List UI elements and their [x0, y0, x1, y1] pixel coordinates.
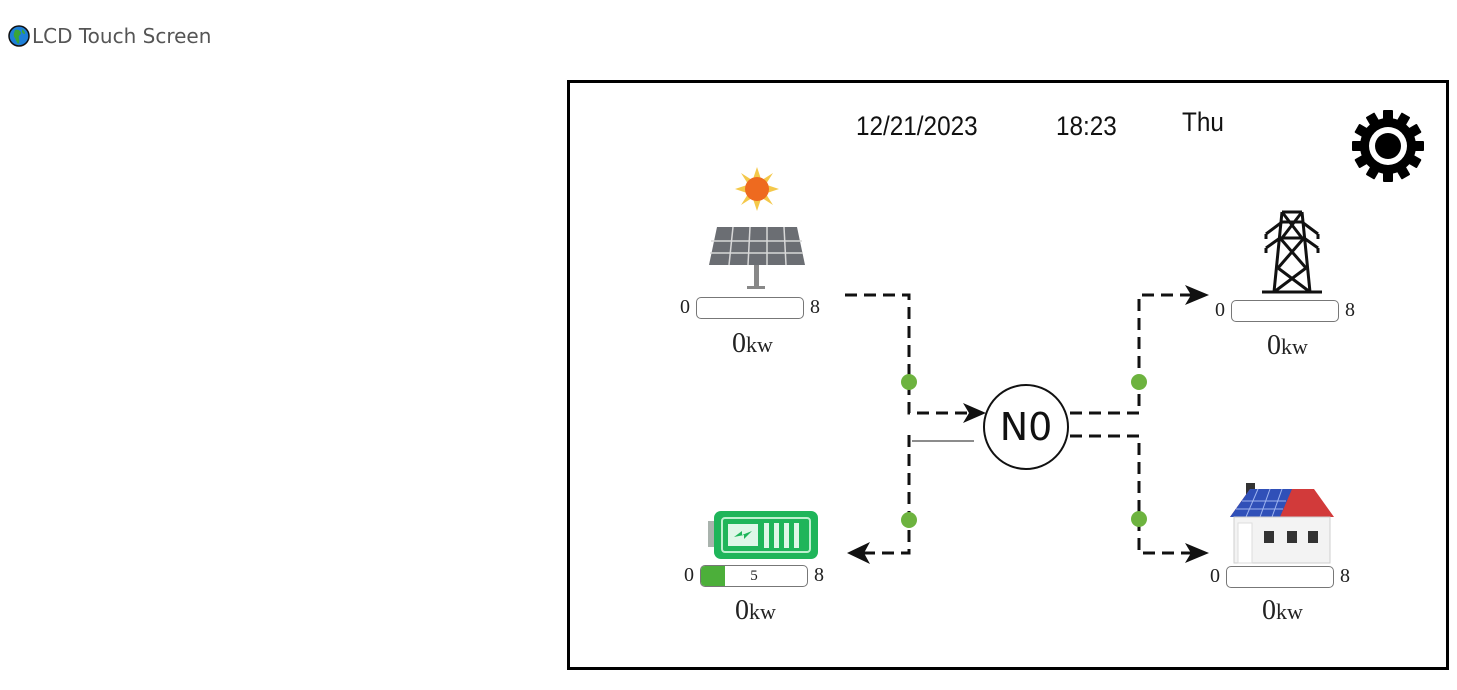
battery-power-readout: 0kw: [735, 595, 776, 627]
power-tower-icon: [1262, 210, 1322, 294]
flow-line-battery: [860, 435, 911, 555]
flow-line-home: [1070, 434, 1195, 555]
home-power-readout: 0kw: [1262, 595, 1303, 627]
battery-power-unit: kw: [749, 599, 776, 624]
gear-icon[interactable]: [1348, 106, 1428, 186]
flow-line-solar: [845, 293, 970, 415]
home-max-label: 8: [1340, 565, 1350, 587]
battery-charging-icon: [708, 511, 818, 559]
arrow-to-battery: [847, 542, 870, 564]
home-power-value: 0: [1262, 595, 1276, 626]
grid-power-value: 0: [1267, 330, 1281, 361]
grid-power-readout: 0kw: [1267, 330, 1308, 362]
battery-level-label: 5: [750, 567, 758, 584]
flow-dot-home: [1131, 511, 1147, 527]
flow-dot-solar: [901, 374, 917, 390]
solar-max-label: 8: [810, 296, 820, 318]
battery-min-label: 0: [684, 564, 694, 586]
solar-panel-icon: [709, 167, 805, 289]
lcd-screen: 12/21/2023 18:23 Thu: [567, 80, 1449, 670]
page-title: LCD Touch Screen: [8, 24, 211, 48]
solar-power-value: 0: [732, 328, 746, 359]
battery-max-label: 8: [814, 564, 824, 586]
solar-min-label: 0: [680, 296, 690, 318]
battery-level-fill: [701, 565, 726, 586]
solar-power-unit: kw: [746, 332, 773, 357]
center-node-label: N0: [999, 405, 1053, 449]
solar-power-readout: 0kw: [732, 328, 773, 360]
grid-bar-row: 0 8: [1215, 299, 1355, 322]
date-display: 12/21/2023: [856, 111, 978, 141]
center-node: N0: [983, 384, 1069, 470]
battery-level-bar: 5: [700, 564, 808, 587]
flow-line-grid: [1070, 293, 1195, 415]
battery-bar-row: 0 5 8: [684, 564, 824, 587]
solar-bar-row: 0 8: [680, 296, 820, 319]
arrow-to-center: [963, 403, 986, 423]
globe-icon: [8, 25, 30, 47]
home-power-unit: kw: [1276, 599, 1303, 624]
page-title-text: LCD Touch Screen: [32, 24, 212, 48]
house-icon: [1230, 483, 1334, 564]
grid-max-label: 8: [1345, 299, 1355, 321]
flow-diagram: [845, 285, 1209, 564]
arrow-to-grid: [1185, 285, 1209, 305]
time-display: 18:23: [1056, 111, 1117, 141]
grid-min-label: 0: [1215, 299, 1225, 321]
flow-dot-battery: [901, 512, 917, 528]
grid-power-unit: kw: [1281, 334, 1308, 359]
flow-dot-grid: [1131, 374, 1147, 390]
arrow-to-home: [1185, 543, 1209, 563]
home-power-bar: [1226, 565, 1334, 588]
grid-power-bar: [1231, 299, 1339, 322]
home-min-label: 0: [1210, 565, 1220, 587]
solar-power-bar: [696, 296, 804, 319]
weekday-display: Thu: [1182, 107, 1224, 137]
home-bar-row: 0 8: [1210, 565, 1350, 588]
battery-power-value: 0: [735, 595, 749, 626]
